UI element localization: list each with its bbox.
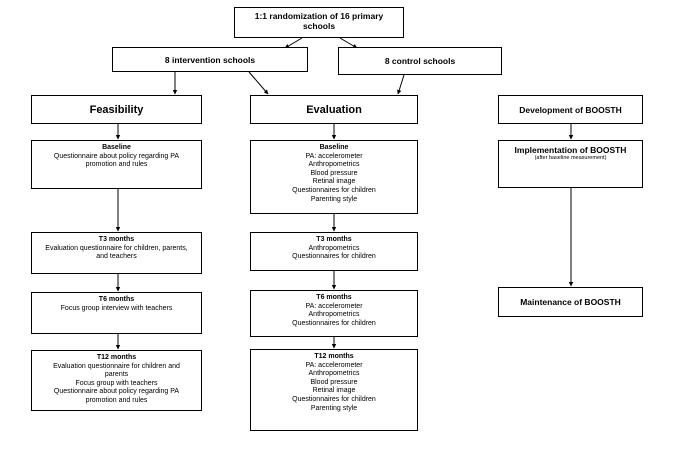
arrow-intervention-to-evaluation (248, 71, 269, 95)
evaluation-baseline-box: Baseline PA: accelerometer Anthropometri… (250, 140, 418, 214)
feasibility-t3-line: Evaluation questionnaire for children, p… (45, 244, 188, 252)
evaluation-t12-title: T12 months (314, 353, 354, 360)
feasibility-baseline-title: Baseline (102, 144, 131, 151)
evaluation-t6-line: PA: accelerometer (305, 302, 363, 310)
control-schools-label: 8 control schools (384, 56, 456, 66)
evaluation-t12-line: Anthropometrics (308, 370, 360, 378)
feasibility-t12-line: Evaluation questionnaire for children an… (53, 362, 180, 370)
feasibility-t6-line: Focus group interview with teachers (60, 304, 173, 312)
intervention-schools-label: 8 intervention schools (164, 54, 256, 65)
development-label: Development of BOOSTH (519, 104, 622, 115)
feasibility-header-box: Feasibility (31, 95, 202, 124)
feasibility-t6-box: T6 months Focus group interview with tea… (31, 292, 202, 334)
arrow-randomization-to-control (339, 37, 358, 49)
evaluation-t3-line: Anthropometrics (308, 244, 360, 252)
evaluation-baseline-line: Anthropometrics (308, 161, 360, 169)
evaluation-t12-line: Retinal image (312, 387, 356, 395)
maintenance-box: Maintenance of BOOSTH (498, 287, 643, 317)
evaluation-t6-title: T6 months (316, 294, 352, 301)
feasibility-t12-line: Focus group with teachers (75, 379, 158, 387)
feasibility-t12-title: T12 months (96, 354, 137, 361)
maintenance-label: Maintenance of BOOSTH (520, 297, 621, 307)
evaluation-t12-line: Questionnaires for children (292, 395, 376, 403)
implementation-label: Implementation of BOOSTH (514, 145, 627, 155)
evaluation-t6-box: T6 months PA: accelerometer Anthropometr… (250, 290, 418, 337)
evaluation-t12-box: T12 months PA: accelerometer Anthropomet… (250, 349, 418, 431)
evaluation-t12-line: Parenting style (310, 404, 358, 412)
evaluation-t6-line: Questionnaires for children (292, 319, 376, 327)
feasibility-t3-box: T3 months Evaluation questionnaire for c… (31, 232, 202, 274)
arrow-randomization-to-intervention (284, 37, 303, 49)
feasibility-t12-line: promotion and rules (85, 396, 148, 404)
feasibility-baseline-box: Baseline Questionnaire about policy rega… (31, 140, 202, 189)
control-schools-box: 8 control schools (338, 47, 502, 75)
feasibility-t3-line: and teachers (96, 253, 137, 261)
evaluation-baseline-title: Baseline (319, 144, 349, 151)
arrow-control-to-evaluation (397, 74, 405, 95)
evaluation-baseline-line: Questionnaires for children (292, 186, 376, 194)
evaluation-header-box: Evaluation (250, 95, 418, 124)
randomization-label: 1:1 randomization of 16 primary schools (254, 11, 384, 31)
feasibility-t12-line: Questionnaire about policy regarding PA (53, 388, 180, 396)
feasibility-t3-title: T3 months (98, 236, 135, 243)
feasibility-header: Feasibility (89, 103, 144, 116)
evaluation-t12-line: Blood pressure (310, 378, 358, 386)
evaluation-baseline-line: PA: accelerometer (305, 152, 363, 160)
feasibility-t12-box: T12 months Evaluation questionnaire for … (31, 350, 202, 411)
implementation-box: Implementation of BOOSTH (after baseline… (498, 140, 643, 188)
evaluation-baseline-line: Retinal image (312, 178, 356, 186)
evaluation-t3-line: Questionnaires for children (292, 253, 376, 261)
evaluation-baseline-line: Parenting style (310, 195, 358, 203)
feasibility-baseline-line: Questionnaire about policy regarding PA (53, 152, 180, 160)
intervention-schools-box: 8 intervention schools (112, 47, 308, 72)
feasibility-t12-line: parents (104, 371, 129, 379)
evaluation-t3-title: T3 months (316, 236, 352, 243)
evaluation-t6-line: Anthropometrics (308, 311, 360, 319)
implementation-note: (after baseline measurement) (534, 155, 607, 161)
development-box: Development of BOOSTH (498, 95, 643, 124)
feasibility-baseline-line: promotion and rules (85, 161, 148, 169)
feasibility-t6-title: T6 months (98, 296, 135, 303)
evaluation-header: Evaluation (306, 103, 362, 116)
randomization-box: 1:1 randomization of 16 primary schools (234, 7, 404, 38)
evaluation-t12-line: PA: accelerometer (305, 361, 363, 369)
evaluation-baseline-line: Blood pressure (310, 169, 358, 177)
evaluation-t3-box: T3 months Anthropometrics Questionnaires… (250, 232, 418, 271)
